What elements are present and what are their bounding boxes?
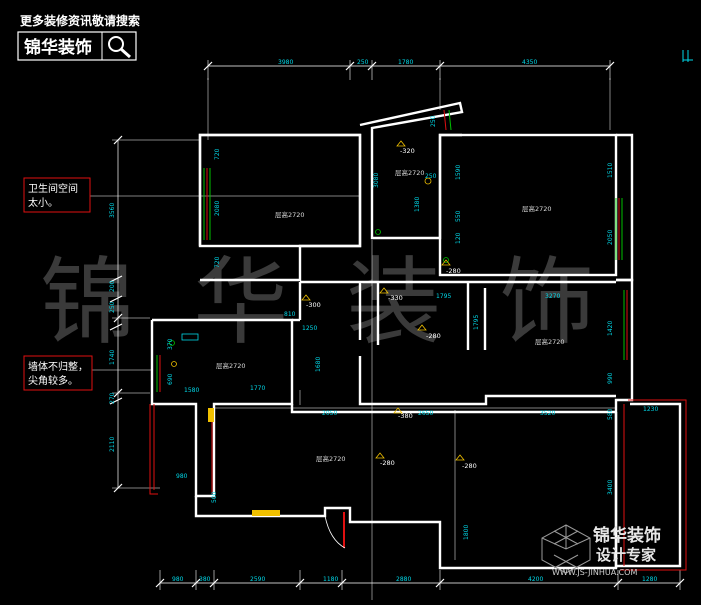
- logo-box: 锦华装饰: [17, 31, 137, 61]
- dim-inner: 2050: [322, 410, 337, 417]
- dim-inner: 250: [430, 115, 437, 127]
- dim-inner: 250: [425, 173, 437, 180]
- interior-dimensions: 720 2080 720 3080 1380 250 1590 1510 205…: [167, 115, 658, 540]
- dim-inner: 3270: [545, 293, 560, 300]
- dim-inner: 980: [176, 473, 188, 480]
- dim-bottom-1: 980: [172, 576, 184, 583]
- dim-inner: 2050: [607, 230, 614, 245]
- dim-inner: 990: [607, 372, 614, 384]
- dim-bottom-5: 2880: [396, 576, 411, 583]
- dim-inner: 1795: [436, 293, 451, 300]
- dim-left-3: 2110: [109, 437, 116, 452]
- watermark-text: 锦 华 装 饰: [40, 248, 609, 358]
- dim-inner: 1420: [607, 321, 614, 336]
- annotation-line: 太小。: [28, 196, 58, 209]
- dim-inner: 2650: [418, 410, 433, 417]
- dim-top-4: 4350: [522, 59, 537, 66]
- room-label: 层高2720: [216, 361, 246, 370]
- dim-inner: 1510: [607, 163, 614, 178]
- dim-inner: 1250: [302, 325, 317, 332]
- dim-inner: 3400: [607, 480, 614, 495]
- room-label: 层高2720: [535, 337, 565, 346]
- windows: [149, 109, 687, 571]
- room-label: 层高2720: [395, 168, 425, 177]
- yellow-marker: [252, 510, 280, 516]
- level-label: -330: [388, 294, 403, 302]
- dim-inner: 720: [214, 148, 221, 160]
- level-label: -280: [446, 267, 461, 275]
- brand-watermark: 锦华装饰 设计专家 WWW.JS-JINHUA.COM: [541, 524, 661, 577]
- fixtures: [169, 177, 449, 367]
- dim-inner: 1380: [414, 197, 421, 212]
- dim-inner: 1795: [473, 315, 480, 330]
- dim-bottom-6: 4200: [528, 576, 543, 583]
- dim-inner: 2080: [214, 201, 221, 216]
- level-markers: [301, 140, 465, 461]
- annotation-walls: 墙体不归整， 尖角较多。: [23, 355, 93, 391]
- logo-text: 锦华装饰: [24, 37, 92, 58]
- room-label: 层高2720: [316, 454, 346, 463]
- axis-lines: [90, 78, 615, 600]
- dim-inner: 720: [214, 256, 221, 268]
- level-label: -280: [426, 332, 441, 340]
- annotation-bathroom: 卫生间空间 太小。: [23, 177, 91, 213]
- dim-inner: 810: [284, 311, 296, 318]
- dim-left-1: 3560: [109, 203, 116, 218]
- dim-left-c: 270: [109, 392, 116, 404]
- annotation-line: 尖角较多。: [28, 374, 78, 387]
- annotation-line: 墙体不归整，: [28, 360, 88, 373]
- level-label: -300: [306, 301, 321, 309]
- dim-inner: 1680: [315, 357, 322, 372]
- brand-subtitle: 设计专家: [596, 546, 656, 564]
- dim-inner: 1590: [455, 165, 462, 180]
- bottom-dimension-line: 980 380 2590 1180 2880 4200 1280: [155, 570, 685, 590]
- dim-inner: 1580: [184, 387, 199, 394]
- dim-inner: 500: [211, 491, 218, 503]
- dim-inner: 550: [455, 210, 462, 222]
- dim-bottom-4: 1180: [323, 576, 338, 583]
- dim-top-1: 3980: [278, 59, 293, 66]
- dim-inner: 1230: [643, 406, 658, 413]
- search-icon: [108, 36, 131, 59]
- dim-top-2: 250: [357, 59, 369, 66]
- level-label: -280: [462, 462, 477, 470]
- edge-mark: [682, 50, 693, 62]
- dim-inner: 120: [455, 232, 462, 244]
- dim-bottom-3: 2590: [250, 576, 265, 583]
- brand-title: 锦华装饰: [593, 525, 661, 546]
- dim-inner: 1800: [463, 525, 470, 540]
- slogan-text: 更多装修资讯敬请搜索: [20, 13, 140, 28]
- dim-inner: 690: [167, 373, 174, 385]
- dim-inner: 3080: [373, 173, 380, 188]
- level-label: -380: [398, 412, 413, 420]
- dim-left-2: 1740: [109, 350, 116, 365]
- room-label: 层高2720: [522, 204, 552, 213]
- room-label: 层高2720: [275, 210, 305, 219]
- level-label: -280: [380, 459, 395, 467]
- level-label: -320: [400, 147, 415, 155]
- dim-top-3: 1780: [398, 59, 413, 66]
- dim-bottom-7: 1280: [642, 576, 657, 583]
- dim-inner: 580: [607, 408, 614, 420]
- top-dimension-line: 3980 250 1780 4350: [203, 59, 615, 80]
- annotation-line: 卫生间空间: [28, 182, 78, 195]
- dim-inner: 1770: [250, 385, 265, 392]
- dim-inner: 3520: [540, 410, 555, 417]
- brand-url: WWW.JS-JINHUA.COM: [552, 568, 637, 577]
- dim-left-b: 250: [109, 301, 116, 313]
- dim-left-a: 200: [109, 280, 116, 292]
- dim-inner: 370: [167, 338, 174, 350]
- left-dimension-line: 3560 1740 2110 200 250 270: [109, 135, 200, 493]
- dim-bottom-2: 380: [199, 576, 211, 583]
- cube-logo-icon: [541, 524, 591, 574]
